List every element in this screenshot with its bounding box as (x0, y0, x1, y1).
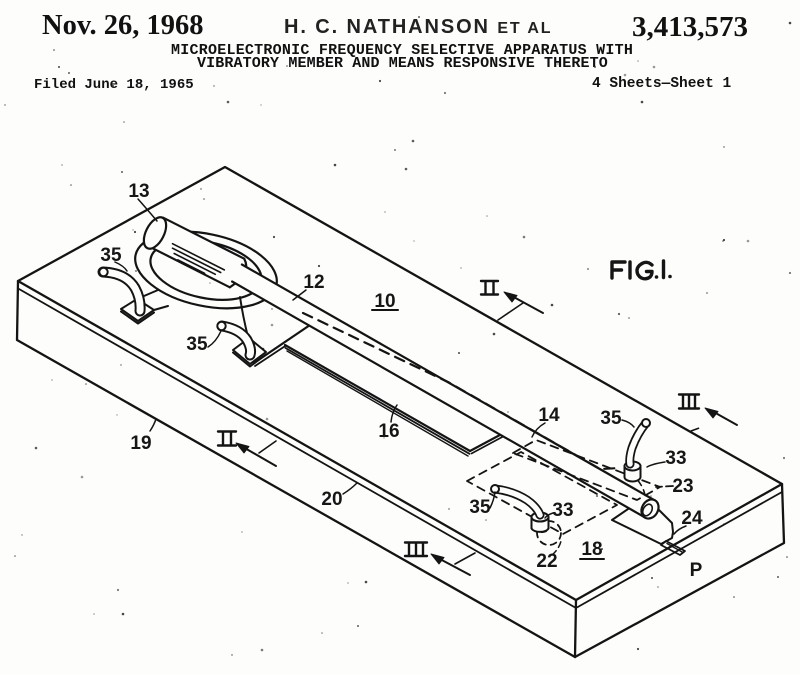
svg-text:35: 35 (600, 408, 622, 429)
svg-text:33: 33 (552, 500, 573, 521)
svg-text:24: 24 (681, 508, 703, 529)
svg-text:19: 19 (130, 433, 151, 454)
svg-text:P: P (690, 560, 703, 581)
svg-text:20: 20 (321, 489, 342, 510)
svg-text:14: 14 (538, 405, 560, 426)
svg-text:12: 12 (303, 272, 324, 293)
svg-text:18: 18 (581, 539, 602, 560)
svg-text:16: 16 (378, 421, 399, 442)
svg-text:22: 22 (536, 551, 557, 572)
svg-text:13: 13 (128, 181, 149, 202)
svg-text:33: 33 (665, 448, 686, 469)
svg-text:10: 10 (374, 291, 395, 312)
svg-text:35: 35 (469, 497, 491, 518)
svg-text:23: 23 (672, 476, 693, 497)
svg-text:35: 35 (186, 334, 208, 355)
svg-text:35: 35 (100, 245, 122, 266)
